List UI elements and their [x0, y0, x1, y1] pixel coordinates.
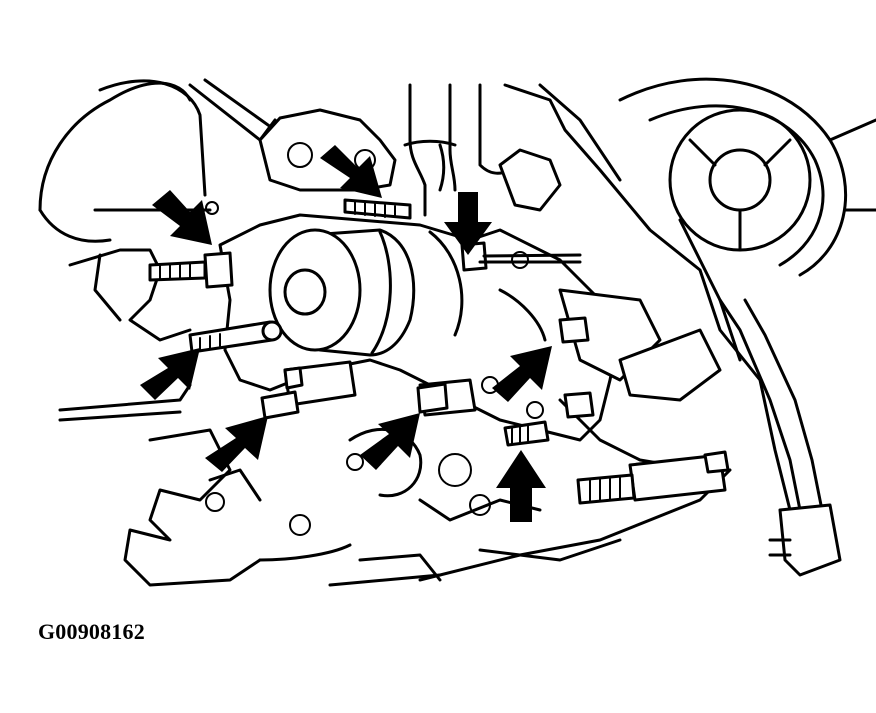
arrow-top-left-bolt	[152, 190, 212, 245]
crank-pulley	[618, 77, 876, 362]
right-wiring-tube	[718, 298, 842, 577]
bottom-center-stud	[503, 420, 550, 447]
right-bracket	[558, 288, 722, 472]
water-pump-pulley	[268, 228, 416, 357]
center-lower-bolt	[416, 378, 477, 417]
left-long-stud	[188, 320, 283, 354]
arrow-lower-left-bolt	[205, 416, 268, 472]
arrow-lower-center-bolt	[360, 413, 420, 470]
bolts-and-studs	[148, 241, 730, 505]
arrow-bottom-center-bolt	[496, 450, 546, 522]
callout-arrows	[140, 145, 552, 522]
right-lower-stud	[576, 450, 730, 505]
arrow-top-right-bolt	[444, 192, 492, 255]
lower-left-stud	[260, 360, 357, 420]
left-upper-stud	[148, 251, 234, 289]
arrow-right-bolt	[492, 346, 552, 402]
figure-id-label: G00908162	[38, 619, 145, 644]
arrow-top-bracket-bolt	[320, 145, 382, 198]
arrow-left-stud	[140, 348, 200, 400]
